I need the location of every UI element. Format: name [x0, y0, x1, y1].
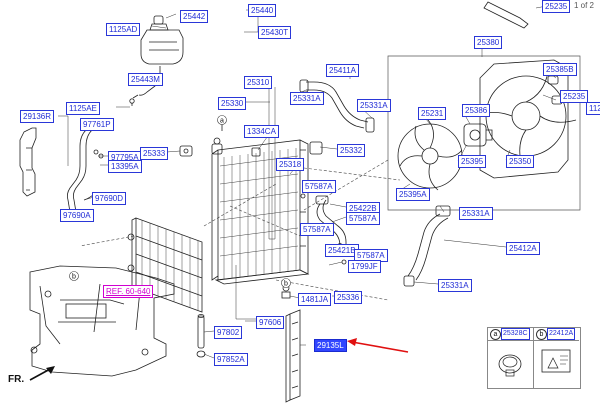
part-label-25411a[interactable]: 25411A	[326, 64, 359, 77]
legend-code-25328c[interactable]: 25328C	[501, 328, 530, 340]
top-bracket-drawing	[483, 1, 529, 29]
part-label-25395[interactable]: 25395	[458, 155, 487, 168]
part-label-25333[interactable]: 25333	[140, 147, 169, 160]
part-label-1125ad[interactable]: 1125AD	[106, 23, 141, 36]
legend-code-22412a[interactable]: 22412A	[547, 328, 576, 340]
part-label-97606[interactable]: 97606	[256, 316, 285, 329]
callout-b-text: b	[284, 281, 288, 288]
part-label-57587a-2[interactable]: 57587A	[346, 212, 380, 225]
part-label-25310[interactable]: 25310	[244, 76, 273, 89]
callout-b-radiator	[281, 278, 291, 288]
part-label-25332[interactable]: 25332	[337, 144, 366, 157]
reference-link-60-640[interactable]: REF. 60-640	[103, 285, 154, 298]
part-label-25386[interactable]: 25386	[462, 104, 491, 117]
part-label-25430t[interactable]: 25430T	[258, 26, 292, 39]
part-label-25442[interactable]: 25442	[180, 10, 209, 23]
part-label-25350[interactable]: 25350	[506, 155, 535, 168]
part-label-29135l-selected[interactable]: 29135L	[314, 339, 347, 352]
selection-pointer-arrow	[347, 338, 409, 353]
radiator-cap-icon	[498, 354, 522, 377]
legend-cell-b: b 22412A	[534, 328, 579, 388]
dashed-reference-lines	[79, 159, 401, 301]
fan-blade-drawing	[397, 119, 463, 191]
part-label-97802[interactable]: 97802	[214, 326, 243, 339]
page-indicator: 1 of 2	[573, 1, 594, 10]
part-label-29136r[interactable]: 29136R	[20, 110, 55, 123]
part-label-25235-top[interactable]: 25235	[542, 0, 571, 13]
legend-letter-b: b	[536, 329, 547, 340]
part-label-25331a-top[interactable]: 25331A	[290, 92, 324, 105]
part-label-112-cropped[interactable]: 112	[586, 102, 600, 115]
left-bracket-drawing	[19, 127, 37, 197]
callouts: a b b	[69, 115, 291, 288]
part-label-97690a[interactable]: 97690A	[60, 209, 94, 222]
callout-legend: a 25328C b 22412A	[487, 327, 581, 389]
part-label-25318[interactable]: 25318	[276, 158, 305, 171]
callout-b-module	[69, 271, 79, 281]
fan-motor-drawing	[463, 123, 493, 147]
air-guard-drawing	[285, 309, 301, 403]
part-label-25330[interactable]: 25330	[218, 97, 247, 110]
part-label-1481ja[interactable]: 1481JA	[298, 293, 332, 306]
part-label-25231[interactable]: 25231	[418, 107, 447, 120]
part-label-25443m[interactable]: 25443M	[128, 73, 163, 86]
part-label-25385b[interactable]: 25385B	[543, 63, 577, 76]
part-label-25331a-bottom[interactable]: 25331A	[438, 279, 472, 292]
part-label-97852a[interactable]: 97852A	[214, 353, 248, 366]
lower-hose-drawing	[315, 195, 451, 287]
part-label-57587a-3[interactable]: 57587A	[300, 223, 334, 236]
legend-letter-a: a	[490, 329, 501, 340]
part-label-1799jf[interactable]: 1799JF	[348, 260, 381, 273]
warning-label-icon	[541, 349, 571, 373]
part-label-13395a[interactable]: 13395A	[108, 160, 142, 173]
part-label-25336[interactable]: 25336	[334, 291, 363, 304]
part-label-25395a[interactable]: 25395A	[396, 188, 430, 201]
part-label-25235[interactable]: 25235	[560, 90, 589, 103]
part-label-97761p[interactable]: 97761P	[80, 118, 114, 131]
part-label-57587a-1[interactable]: 57587A	[302, 180, 336, 193]
callout-a-text: a	[220, 118, 224, 125]
part-label-25380[interactable]: 25380	[474, 36, 503, 49]
part-label-25331a-low[interactable]: 25331A	[459, 207, 493, 220]
callout-b-module-text: b	[72, 274, 76, 281]
part-label-1125ae[interactable]: 1125AE	[66, 102, 100, 115]
fan-assembly-box	[387, 55, 581, 211]
part-label-1334ca[interactable]: 1334CA	[244, 125, 279, 138]
front-direction-label: FR.	[8, 374, 25, 385]
callout-a-radiator	[217, 115, 227, 125]
part-label-25331a-right[interactable]: 25331A	[357, 99, 391, 112]
part-label-25440[interactable]: 25440	[248, 4, 277, 17]
upper-hose-drawing	[299, 79, 375, 133]
condenser-mounts-drawing	[196, 314, 206, 358]
part-label-97690d[interactable]: 97690D	[92, 192, 127, 205]
legend-cell-a: a 25328C	[488, 328, 534, 388]
front-end-module-drawing	[29, 265, 175, 377]
part-label-25412a[interactable]: 25412A	[506, 242, 540, 255]
front-direction-arrow	[29, 366, 55, 381]
